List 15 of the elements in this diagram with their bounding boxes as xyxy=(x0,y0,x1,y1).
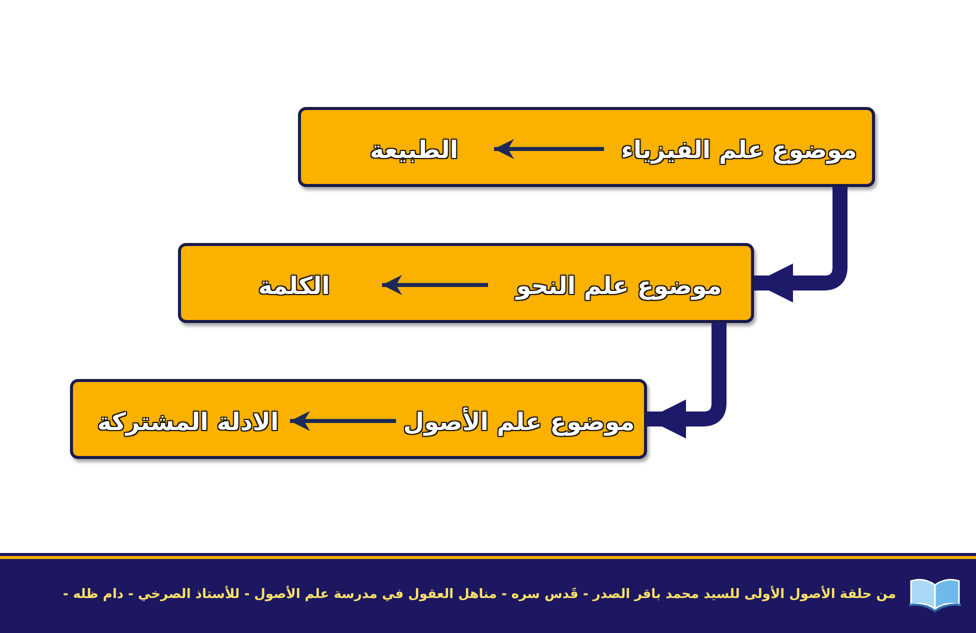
arrow xyxy=(290,411,396,431)
process-box xyxy=(178,243,754,323)
box-text: موضوع علم الفيزياء xyxy=(607,125,871,175)
footer-text: من حلقة الأصول الأولى للسيد محمد باقر الصدر - قَدس سره - مناهل العقول في مدرسة علم الأصول - للأستاذ الصرخي - دام ظله - xyxy=(63,585,896,604)
process-box xyxy=(70,379,647,459)
arrow xyxy=(754,187,848,302)
box-text: موضوع علم الأصول xyxy=(399,397,639,447)
box-text: الكلمة xyxy=(203,261,385,311)
process-box xyxy=(298,107,875,187)
box-text: موضوع علم النحو xyxy=(491,261,747,311)
arrow xyxy=(382,275,488,295)
arrow xyxy=(494,139,604,159)
arrow xyxy=(647,323,726,438)
box-text: الادلة المشتركة xyxy=(83,397,293,447)
box-text: الطبيعة xyxy=(331,125,497,175)
